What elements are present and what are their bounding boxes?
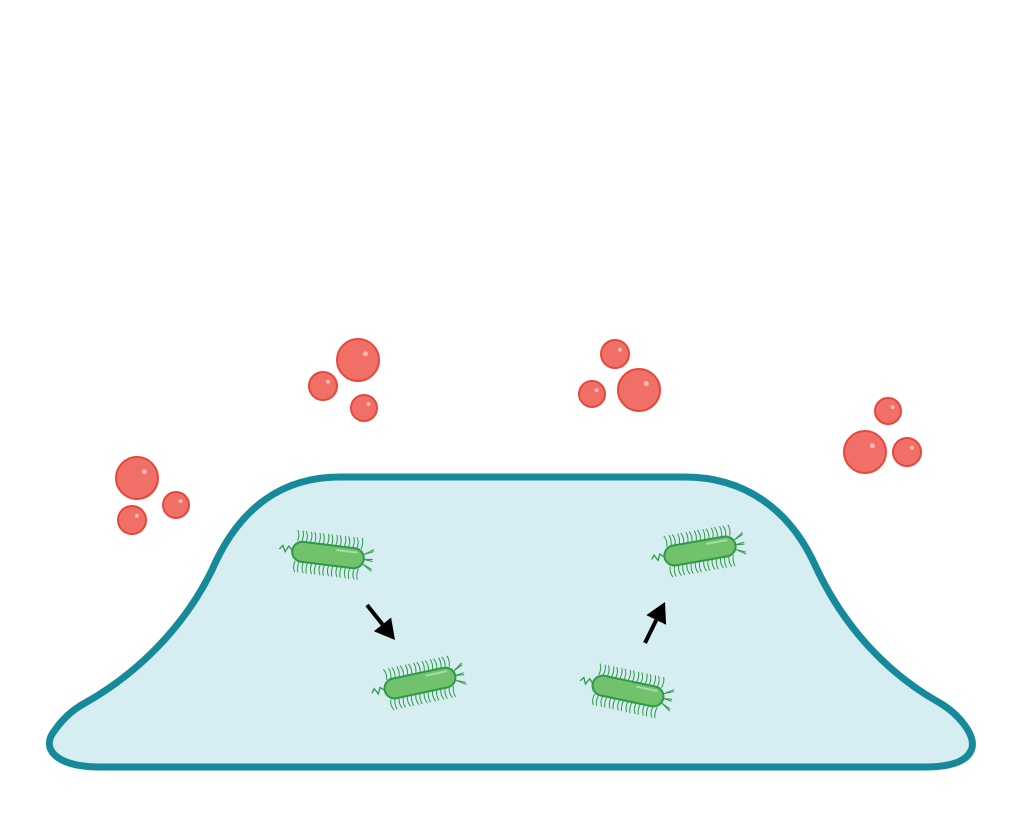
bacterium (371, 655, 467, 711)
bubble (350, 394, 378, 422)
pilus (456, 679, 467, 685)
pilus (656, 675, 660, 688)
bubble-highlight (643, 381, 649, 387)
body-highlight (335, 549, 358, 554)
flagellum (651, 552, 665, 562)
body-highlight (636, 685, 658, 692)
arrow-layer (365, 602, 667, 644)
bacterium-body (591, 674, 665, 708)
flagellum (278, 544, 293, 554)
pilus (595, 694, 600, 706)
bubble-highlight (366, 402, 371, 407)
pilus (668, 534, 672, 547)
pilus (664, 691, 674, 695)
pilus (356, 537, 359, 549)
bubble (617, 368, 661, 412)
pilus (650, 706, 654, 718)
bacterium (579, 663, 675, 719)
bubble-highlight (362, 351, 368, 357)
pilus (388, 667, 392, 680)
pilus (728, 555, 733, 568)
pilus (735, 543, 745, 546)
pilus (592, 693, 596, 706)
pilus (441, 656, 446, 668)
bubble (117, 505, 147, 535)
pilus (663, 698, 672, 702)
bubble (892, 437, 922, 467)
bubble-highlight (325, 379, 330, 384)
pilus (732, 555, 736, 567)
bubble-highlight (141, 469, 147, 475)
bubble-highlight (869, 443, 875, 449)
pilus (598, 663, 602, 675)
bubble (336, 338, 380, 382)
pilus (446, 655, 450, 667)
pilus (660, 677, 665, 689)
movement-arrow-icon (643, 602, 667, 644)
bubble-highlight (890, 405, 895, 410)
bacterium (651, 524, 747, 578)
bubble (162, 491, 190, 519)
pilus (297, 529, 300, 542)
bubble-highlight (909, 445, 914, 450)
bubble (600, 339, 630, 369)
pilus (669, 566, 674, 578)
pilus (390, 699, 395, 711)
body-highlight (705, 539, 728, 545)
bacteria-layer (278, 524, 747, 719)
pilus (654, 707, 658, 719)
pilus (382, 668, 388, 680)
pilus (364, 551, 374, 555)
bubble-highlight (178, 499, 183, 504)
bacterium-body (663, 535, 737, 567)
liquid-droplet (46, 473, 976, 771)
bacterium-body (383, 666, 457, 700)
bubble-highlight (617, 347, 622, 352)
flagellum (371, 686, 386, 696)
bubble-layer (115, 338, 922, 535)
pilus (352, 568, 355, 580)
pilus (736, 549, 747, 555)
bubble-highlight (594, 388, 599, 393)
pilus (360, 537, 364, 550)
bubble (308, 371, 338, 401)
pilus (293, 560, 296, 573)
pilus (452, 686, 457, 698)
pilus (363, 558, 373, 562)
bacterium-body (291, 540, 365, 570)
pilus (362, 563, 372, 572)
bubble-highlight (134, 513, 139, 518)
pilus (394, 698, 398, 710)
pilus (673, 565, 677, 577)
pilus (602, 664, 606, 676)
bubble (115, 456, 159, 500)
pilus (663, 535, 668, 547)
pilus (448, 686, 453, 698)
pilus (296, 561, 300, 573)
pilus (727, 524, 731, 536)
bubble (843, 430, 887, 474)
body-highlight (425, 670, 448, 677)
pilus (453, 664, 463, 672)
pilus (356, 568, 359, 580)
bubble (874, 397, 902, 425)
flagellum (579, 676, 594, 686)
bubble (578, 380, 606, 408)
pilus (301, 530, 304, 542)
pilus (722, 525, 727, 537)
pilus (455, 674, 465, 677)
pilus (661, 703, 671, 712)
bacterium (278, 529, 375, 580)
movement-arrow-icon (365, 603, 395, 640)
pilus (734, 533, 744, 541)
